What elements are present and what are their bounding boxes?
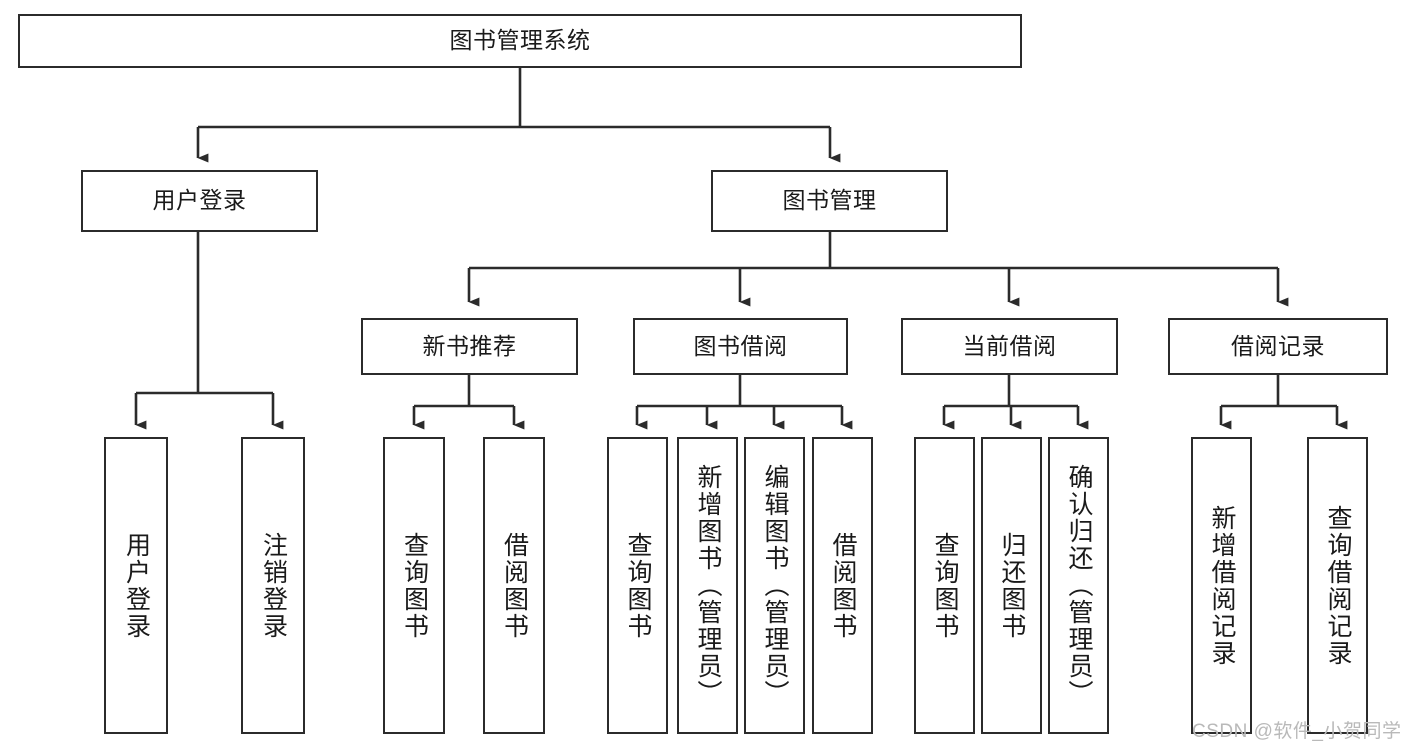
node-book-manage-label: 图书管理 <box>782 187 877 214</box>
node-leaf-borrow-book-2[interactable]: 借阅图书 <box>812 437 873 734</box>
node-borrow-record-label: 借阅记录 <box>1231 332 1325 359</box>
node-leaf-edit-book[interactable]: 编辑图书（管理员） <box>744 437 805 734</box>
node-leaf-add-book-label: 新增图书（管理员） <box>694 464 722 707</box>
node-leaf-user-login[interactable]: 用户登录 <box>104 437 168 734</box>
node-root[interactable]: 图书管理系统 <box>18 14 1022 68</box>
node-leaf-query-book-3-label: 查询图书 <box>931 531 959 640</box>
csdn-watermark: CSDN @软件_小贺同学 <box>1192 721 1402 742</box>
node-current-borrow[interactable]: 当前借阅 <box>901 318 1118 375</box>
node-leaf-user-login-label: 用户登录 <box>122 531 151 640</box>
node-leaf-query-record-label: 查询借阅记录 <box>1324 504 1352 667</box>
node-book-borrow-label: 图书借阅 <box>693 332 788 359</box>
node-leaf-borrow-book-2-label: 借阅图书 <box>829 531 857 640</box>
node-borrow-record[interactable]: 借阅记录 <box>1168 318 1388 375</box>
node-leaf-query-book-2-label: 查询图书 <box>624 531 652 640</box>
node-leaf-add-record[interactable]: 新增借阅记录 <box>1191 437 1252 734</box>
node-user-login-label: 用户登录 <box>152 187 247 214</box>
node-leaf-confirm-return-label: 确认归还（管理员） <box>1065 464 1093 707</box>
node-leaf-return-book-label: 归还图书 <box>998 531 1026 640</box>
node-leaf-borrow-book-1[interactable]: 借阅图书 <box>483 437 545 734</box>
node-leaf-user-logout[interactable]: 注销登录 <box>241 437 305 734</box>
node-leaf-user-logout-label: 注销登录 <box>259 531 288 640</box>
node-leaf-query-record[interactable]: 查询借阅记录 <box>1307 437 1368 734</box>
node-user-login[interactable]: 用户登录 <box>81 170 318 232</box>
node-leaf-add-book[interactable]: 新增图书（管理员） <box>677 437 738 734</box>
node-leaf-edit-book-label: 编辑图书（管理员） <box>761 464 789 707</box>
node-leaf-confirm-return[interactable]: 确认归还（管理员） <box>1048 437 1109 734</box>
node-new-book-recommend[interactable]: 新书推荐 <box>361 318 578 375</box>
node-leaf-query-book-3[interactable]: 查询图书 <box>914 437 975 734</box>
node-leaf-return-book[interactable]: 归还图书 <box>981 437 1042 734</box>
node-leaf-query-book-2[interactable]: 查询图书 <box>607 437 668 734</box>
node-new-book-recommend-label: 新书推荐 <box>422 332 517 359</box>
node-root-label: 图书管理系统 <box>449 27 591 54</box>
node-book-manage[interactable]: 图书管理 <box>711 170 948 232</box>
node-leaf-borrow-book-1-label: 借阅图书 <box>500 531 529 640</box>
node-leaf-add-record-label: 新增借阅记录 <box>1208 504 1236 667</box>
node-leaf-query-book-1[interactable]: 查询图书 <box>383 437 445 734</box>
node-current-borrow-label: 当前借阅 <box>962 332 1057 359</box>
node-book-borrow[interactable]: 图书借阅 <box>633 318 848 375</box>
node-leaf-query-book-1-label: 查询图书 <box>400 531 429 640</box>
